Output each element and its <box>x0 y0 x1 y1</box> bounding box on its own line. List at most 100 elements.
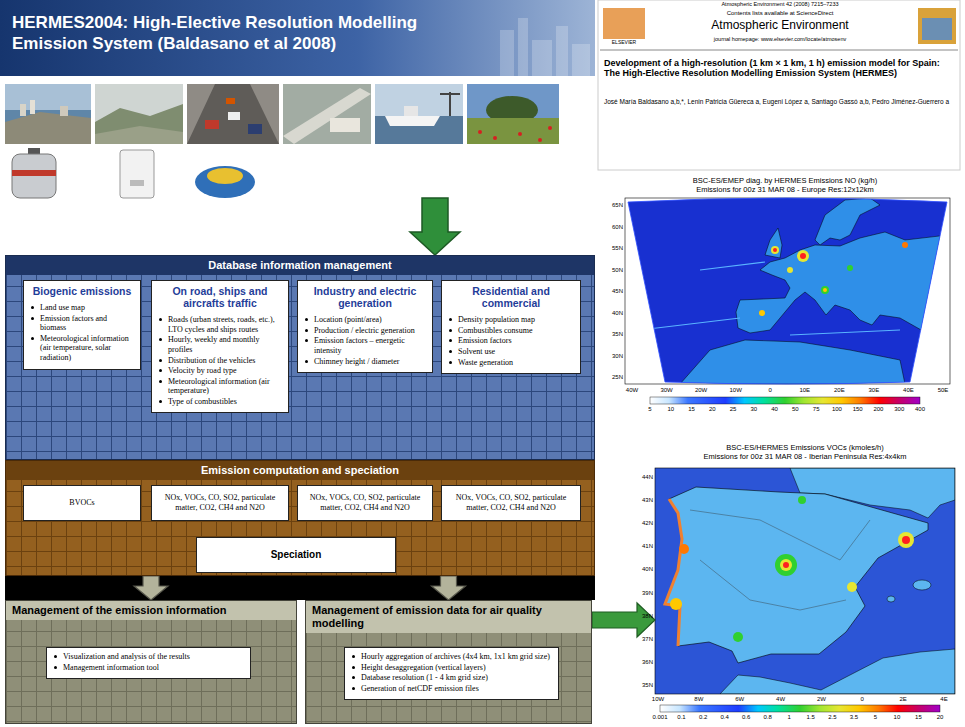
journal-header-text: Development of a high-resolution (1 km ×… <box>604 58 954 79</box>
bullet-text: Production / electric generation <box>314 326 415 336</box>
colorbar-tick-label: 10 <box>657 406 685 413</box>
map-frame <box>625 198 950 384</box>
bullet-dot <box>159 338 162 341</box>
axis-tick-label: 20E <box>825 387 853 394</box>
bullet-item: Velocity by road type <box>157 366 283 376</box>
axis-tick-label: 30N <box>599 353 623 360</box>
axis-tick-label: 40N <box>599 310 623 317</box>
photo-car <box>226 98 235 104</box>
colorbar-tick-label: 1.5 <box>797 714 825 721</box>
map-title: BSC-ES/EMEP diag. by HERMES Emissions NO… <box>691 176 880 185</box>
journal-header-text: Atmospheric Environment 42 (2008) 7215–7… <box>640 1 920 7</box>
bullet-text: Generation of netCDF emission files <box>361 684 479 694</box>
axis-tick-label: 38N <box>631 613 653 620</box>
bullet-dot <box>31 306 34 309</box>
heater-body <box>120 150 154 198</box>
colorbar-tick-label: 0.1 <box>668 714 696 721</box>
spain-map <box>655 468 955 712</box>
colorbar-tick-label: 20 <box>698 406 726 413</box>
slide-title: HERMES2004: High-Elective Resolution Mod… <box>12 12 492 55</box>
journal-cover <box>922 18 952 40</box>
bullet-item: Density population map <box>447 315 575 325</box>
colorbar-tick-label: 300 <box>885 406 913 413</box>
box-text: BVOCs <box>29 498 135 508</box>
panel-title: Management of the emission information <box>6 601 296 620</box>
axis-tick-label: 40W <box>618 387 646 394</box>
emission-hotspot <box>733 632 743 642</box>
burner-body <box>195 166 255 198</box>
header-rule <box>600 50 958 51</box>
photo-car <box>248 124 262 134</box>
axis-tick-label: 40E <box>894 387 922 394</box>
axis-tick-label: 44N <box>631 474 653 481</box>
photo-field <box>467 118 559 144</box>
process-box: Biogenic emissionsLand use mapEmission f… <box>23 280 141 370</box>
photo-coast <box>5 84 91 144</box>
bullet-dot <box>305 329 308 332</box>
colorbar-tick-label: 0.001 <box>646 714 674 721</box>
bullet-item: Hourly, weekly and monthly profiles <box>157 335 283 354</box>
colorbar-tick-label: 20 <box>926 714 954 721</box>
europe-map <box>625 198 950 404</box>
water-heater <box>120 150 154 198</box>
bottle-body <box>12 154 56 198</box>
bullet-text: Type of combustibles <box>168 397 237 407</box>
map-land <box>765 228 782 258</box>
bullet-text: Hourly aggregation of archives (4x4 km, … <box>361 652 550 662</box>
bullet-dot <box>31 317 34 320</box>
photo-crane <box>449 92 451 116</box>
map-title: Emissions for 00z 31 MAR 08 - Iberian Pe… <box>701 452 908 461</box>
bullet-item: Production / electric generation <box>303 326 427 336</box>
photo-building <box>60 106 68 116</box>
axis-tick-label: 60N <box>599 224 623 231</box>
bullet-dot <box>449 318 452 321</box>
emission-hotspot <box>771 246 779 254</box>
photo-building <box>20 104 26 116</box>
panel-title: Management of emission data for air qual… <box>306 601 591 633</box>
process-box: NOx, VOCs, CO, SO2, particulate matter, … <box>297 485 433 521</box>
axis-tick-label: 8W <box>685 696 713 703</box>
bullet-text: Management information tool <box>63 663 159 673</box>
burner-flame <box>207 168 243 184</box>
map-frame <box>655 468 955 694</box>
bullet-text: Emission factors and biomass <box>40 314 135 333</box>
photo-car <box>205 120 219 129</box>
emission-hotspot <box>902 536 910 544</box>
bullet-item: Roads (urban streets, roads, etc.), LTO … <box>157 315 283 334</box>
photo-hills <box>95 84 183 144</box>
emission-hotspot <box>798 496 806 504</box>
map-island <box>913 580 931 590</box>
map-content <box>665 468 955 694</box>
bottle-band <box>12 170 56 176</box>
axis-tick-label: 0 <box>848 696 876 703</box>
paper-header <box>598 0 960 170</box>
emission-hotspot <box>679 544 689 554</box>
emission-hotspot <box>902 242 908 248</box>
map-land <box>680 340 905 384</box>
publisher-logo <box>603 8 645 39</box>
bullet-item: Management information tool <box>52 663 245 673</box>
process-box: NOx, VOCs, CO, SO2, particulate matter, … <box>441 485 581 521</box>
bullet-dot <box>54 655 57 658</box>
axis-tick-label: 40N <box>631 566 653 573</box>
bullet-dot <box>352 676 355 679</box>
colorbar <box>660 705 940 712</box>
axis-tick-label: 4E <box>930 696 958 703</box>
map-land <box>720 649 955 694</box>
axis-tick-label: 10E <box>791 387 819 394</box>
colorbar-tick-label: 3.5 <box>840 714 868 721</box>
axis-tick-label: 6W <box>726 696 754 703</box>
emission-hotspot <box>898 532 914 548</box>
photo-car <box>228 112 240 120</box>
group-panel: Emission computation and speciationBVOCs… <box>5 460 595 576</box>
bullet-item: Distribution of the vehicles <box>157 356 283 366</box>
journal-header-text: journal homepage: www.elsevier.com/locat… <box>650 36 910 42</box>
emission-hotspot <box>773 248 777 252</box>
bullet-text: Visualization and analysis of the result… <box>63 652 190 662</box>
flow-arrow <box>410 198 460 255</box>
coastal-emissions <box>665 499 682 646</box>
photo-sky <box>95 84 183 144</box>
colorbar <box>650 397 920 404</box>
emission-hotspot <box>823 288 827 292</box>
axis-tick-label: 30E <box>860 387 888 394</box>
